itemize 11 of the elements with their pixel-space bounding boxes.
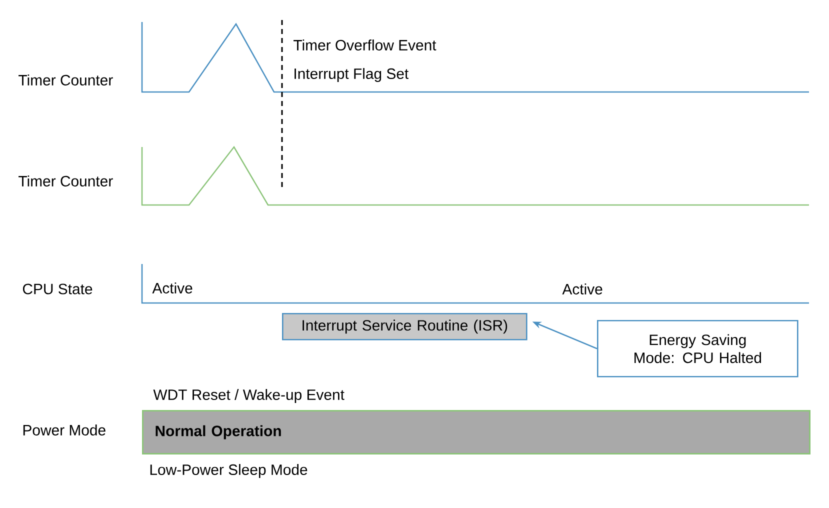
- state-label: Active: [152, 282, 192, 294]
- callout-box: Energy Saving Mode: CPU Halted: [597, 320, 798, 378]
- state-label: Active: [562, 284, 602, 294]
- process-box: Interrupt Service Routine (ISR): [282, 313, 528, 340]
- event-label: Timer Overflow Event: [294, 40, 436, 50]
- signal-label: Timer Counter: [18, 74, 113, 86]
- signal-label: Power Mode: [23, 424, 106, 436]
- signal-label: CPU State: [22, 284, 92, 294]
- signal-label: Timer Counter: [18, 176, 113, 186]
- event-label: Interrupt Flag Set: [294, 68, 409, 82]
- mode-band: Normal Operation: [142, 410, 810, 454]
